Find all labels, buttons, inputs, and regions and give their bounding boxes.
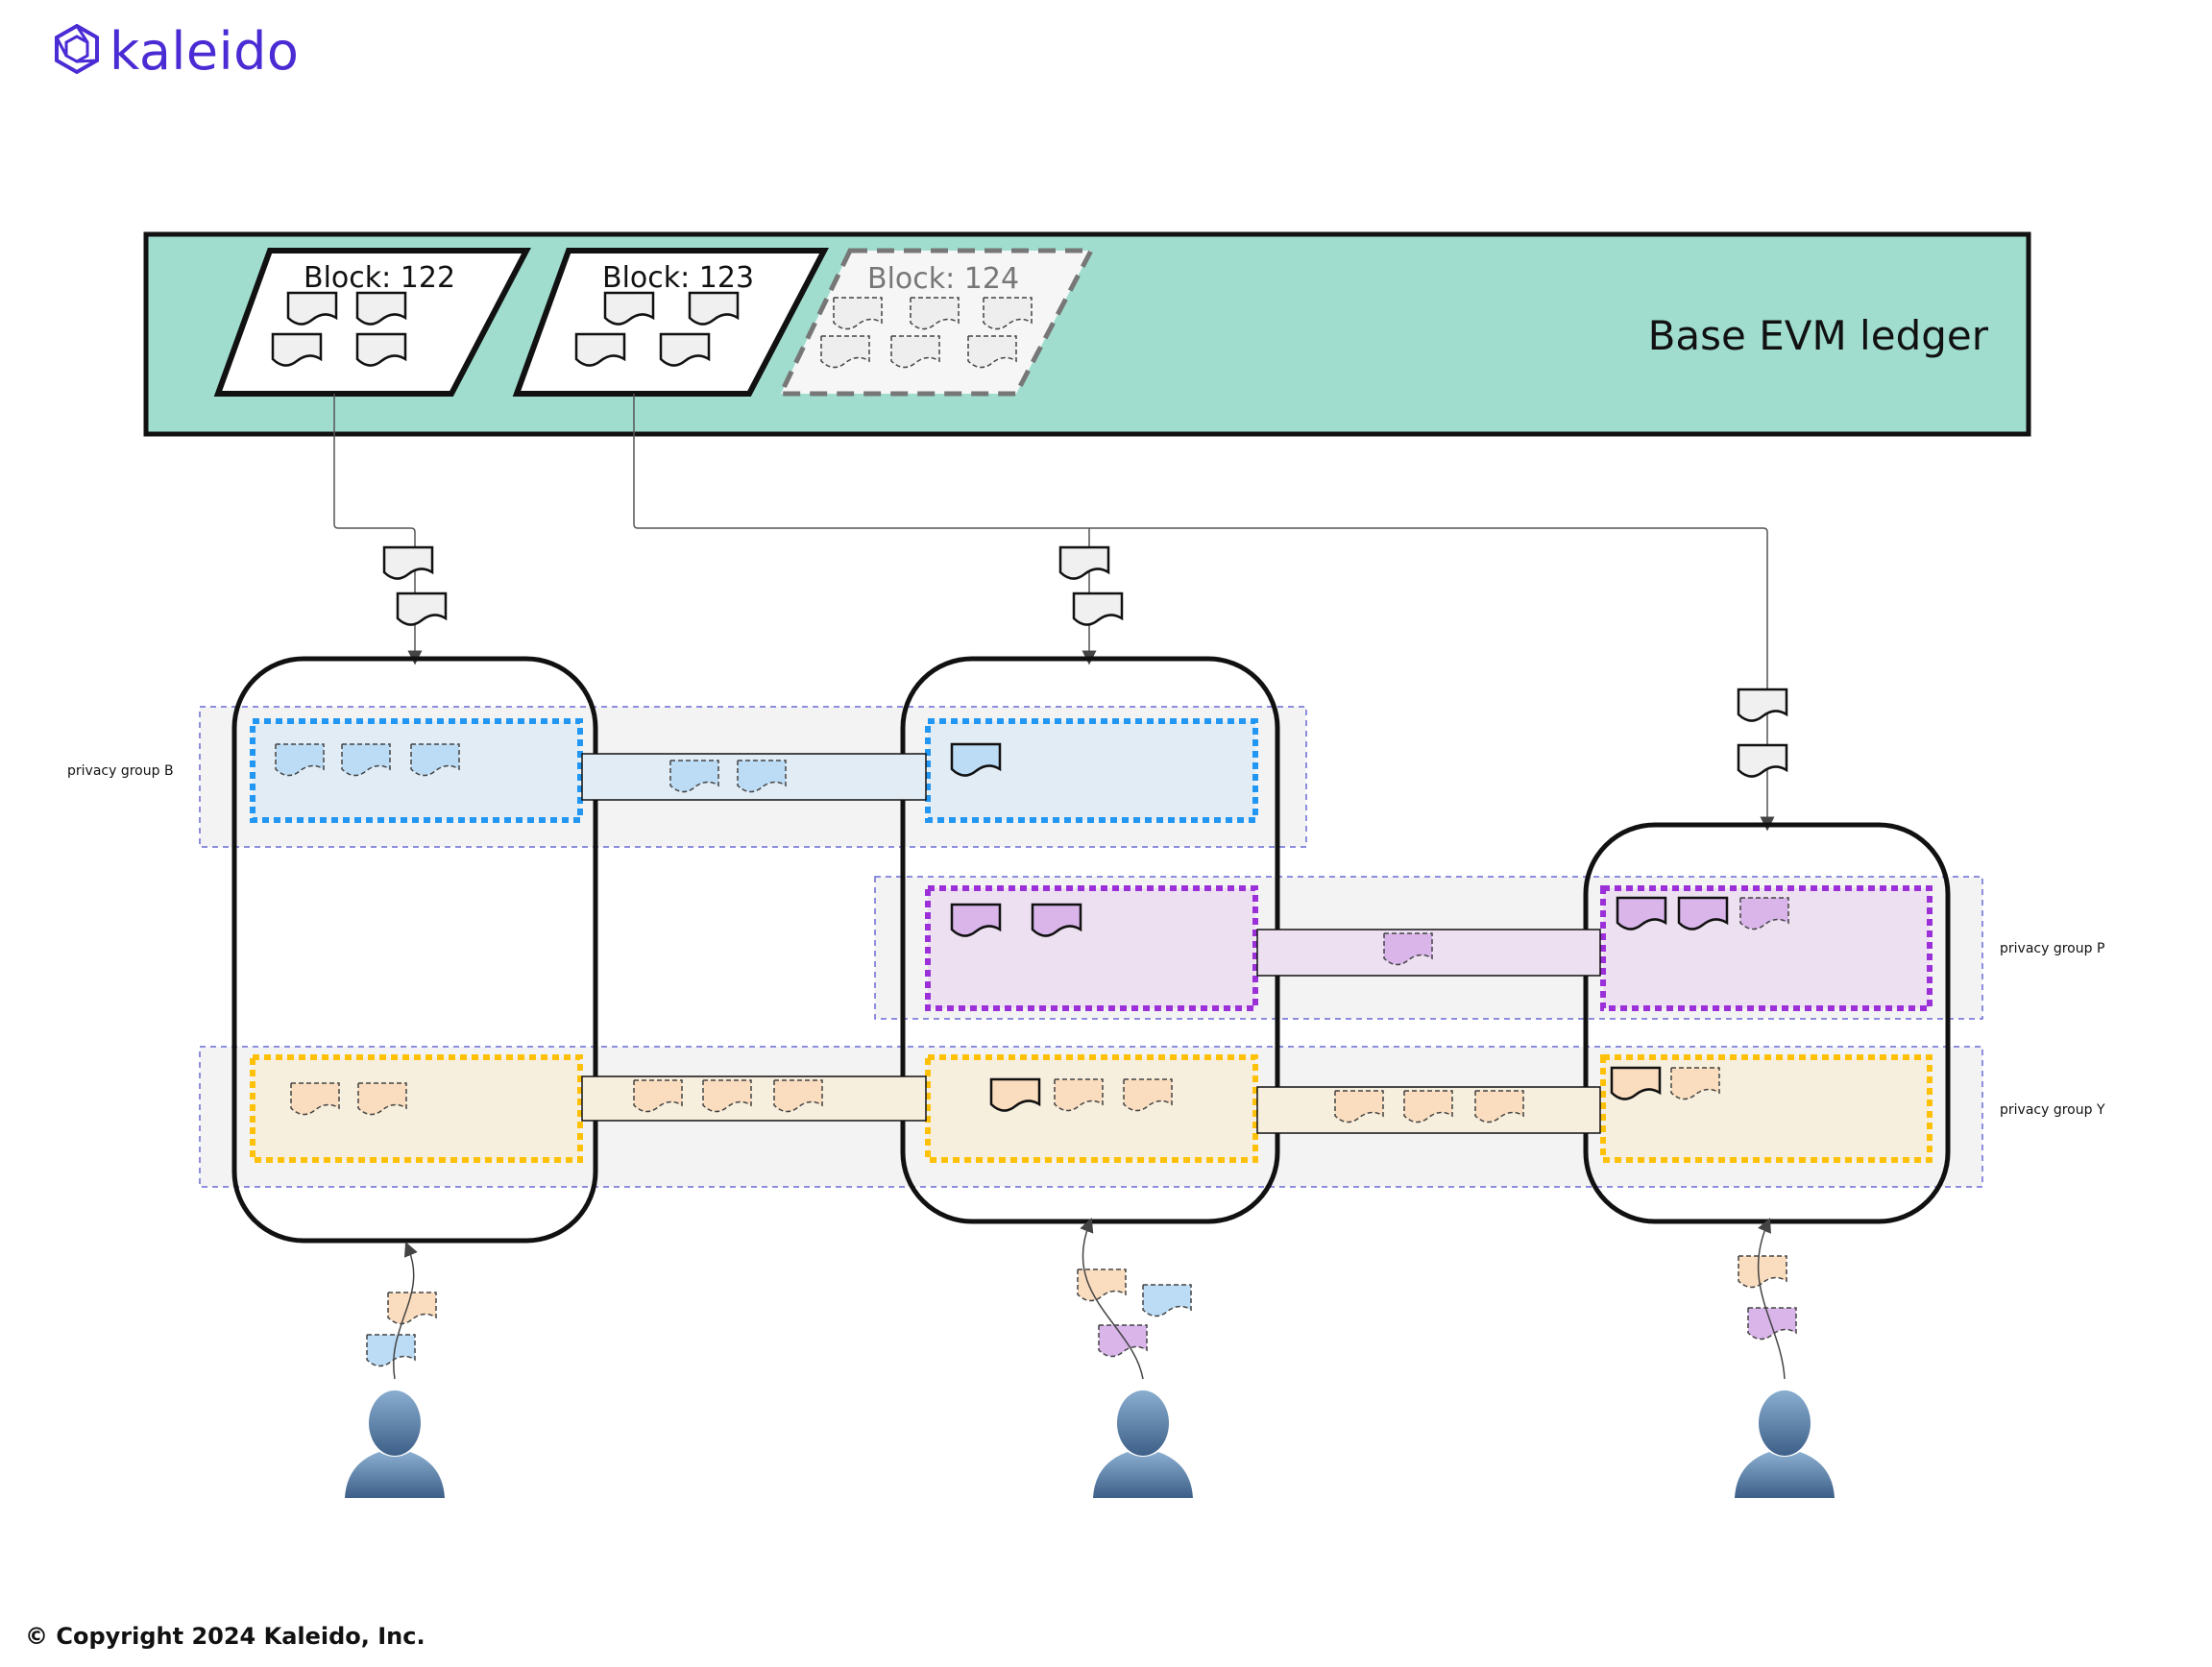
group-p-confirmed-token (1616, 896, 1667, 930)
block-122-tx-token (355, 332, 407, 367)
block-123-tx-token (603, 291, 655, 326)
group-y-private-token (1054, 1078, 1104, 1112)
group-y-private-token (1474, 1090, 1524, 1123)
group-y-private-token (773, 1079, 823, 1113)
block-123-tx-token (659, 332, 711, 367)
node-2-group-y-domain (925, 1054, 1258, 1163)
block-124-pending-token (910, 297, 960, 330)
in-transit-tx-token (396, 592, 448, 626)
connector-block-123-nodes (633, 394, 1775, 832)
in-transit-tx-token (1072, 592, 1124, 626)
group-y-private-token (1403, 1090, 1453, 1123)
user-3-submitted-token (1738, 1255, 1787, 1289)
block-122-tx-token (355, 291, 407, 326)
group-p-confirmed-token (1677, 896, 1729, 930)
group-b-private-token (669, 760, 719, 793)
brand-name: kaleido (109, 21, 300, 82)
user-2-submitted-token (1142, 1284, 1192, 1317)
user-3-icon (1735, 1390, 1835, 1498)
group-b-private-token (737, 760, 787, 793)
user-1-icon (345, 1390, 445, 1498)
in-transit-tx-token (1737, 688, 1788, 722)
block-124-pending-token (820, 335, 870, 369)
kaleido-logo-icon (53, 23, 101, 80)
node-1 (231, 656, 598, 1244)
user-1-submitted-token (387, 1292, 437, 1325)
group-p-confirmed-token (950, 903, 1002, 937)
user-2-submitted-token (1077, 1268, 1127, 1302)
node-2-group-b-domain (925, 718, 1258, 823)
group-y-private-token (357, 1082, 407, 1116)
user-1-submission-path (393, 1242, 418, 1380)
block-124-pending-token (983, 297, 1033, 330)
in-transit-tx-token (382, 545, 434, 580)
user-2-submission-path (1080, 1218, 1144, 1380)
block-124-label: Block: 124 (867, 262, 1019, 296)
block-123-label: Block: 123 (602, 261, 754, 295)
user-1-submitted-token (366, 1334, 416, 1367)
block-123-tx-token (688, 291, 740, 326)
block-122-label: Block: 122 (304, 261, 455, 295)
group-b-private-token (341, 743, 391, 777)
user-2-icon (1093, 1390, 1193, 1498)
group-y-private-token (633, 1079, 683, 1113)
user-3-submission-path (1757, 1218, 1786, 1380)
group-p-private-token (1739, 897, 1789, 930)
group-y-confirmed-token (989, 1077, 1041, 1112)
user-3-submitted-token (1747, 1307, 1797, 1341)
group-y-private-token (290, 1082, 340, 1116)
block-124-pending-token (967, 335, 1017, 369)
group-b-confirmed-token (950, 742, 1002, 777)
in-transit-tx-token (1058, 545, 1110, 580)
copyright-text: © Copyright 2024 Kaleido, Inc. (25, 1623, 425, 1650)
privacy-group-p-label: privacy group P (2000, 941, 2104, 956)
group-y-private-token (1670, 1067, 1720, 1100)
group-y-confirmed-token (1610, 1066, 1662, 1100)
block-123-tx-token (574, 332, 626, 367)
block-124-pending-token (833, 297, 883, 330)
group-p-private-token (1383, 932, 1433, 966)
group-p-confirmed-token (1031, 903, 1082, 937)
block-124-pending-token (890, 335, 940, 369)
ledger-label: Base EVM ledger (1648, 312, 1989, 359)
group-b-private-token (275, 743, 325, 777)
privacy-group-b-label: privacy group B (67, 763, 174, 779)
users (345, 1390, 1835, 1498)
transaction-tokens (271, 291, 1797, 1367)
in-transit-tx-token (1737, 743, 1788, 778)
group-b-private-token (410, 743, 460, 777)
block-122-tx-token (286, 291, 338, 326)
group-y-private-token (1334, 1090, 1384, 1123)
group-y-private-token (1123, 1078, 1173, 1112)
block-122-tx-token (271, 332, 323, 367)
group-y-private-token (702, 1079, 752, 1113)
user-2-submitted-token (1098, 1324, 1148, 1358)
privacy-group-y-label: privacy group Y (2000, 1102, 2105, 1118)
connector-block-122-node-1 (333, 394, 423, 665)
